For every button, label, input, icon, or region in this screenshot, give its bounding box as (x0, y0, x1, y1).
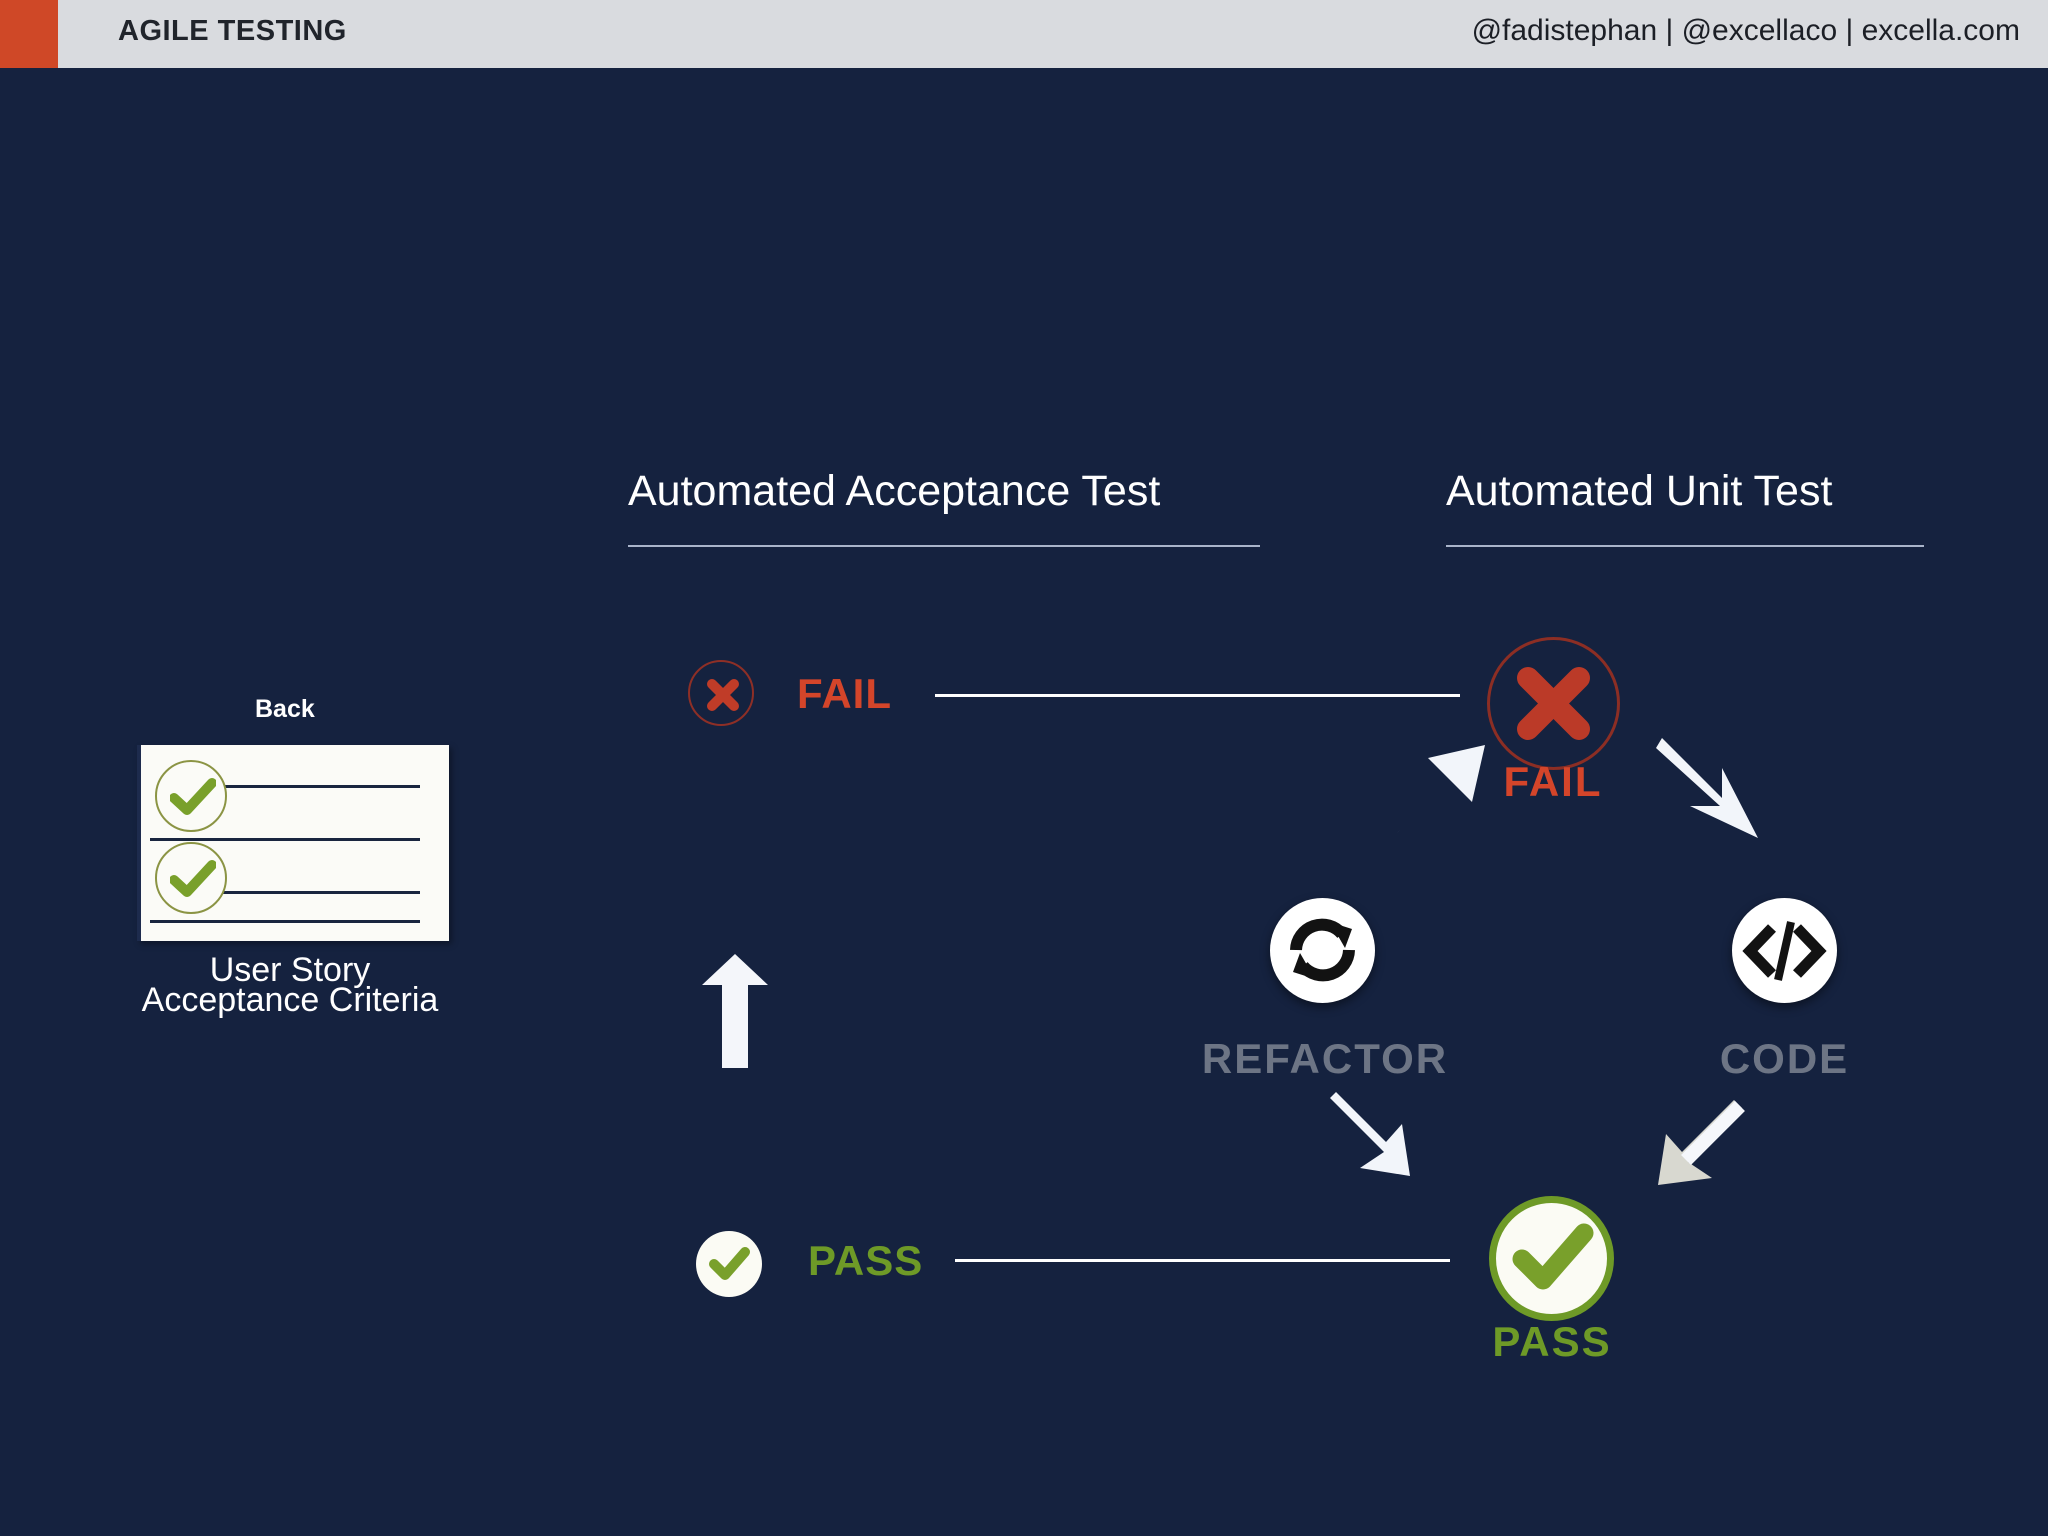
check-mark-icon (1512, 1223, 1594, 1290)
cycle-refactor-circle (1270, 898, 1375, 1003)
header-accent-block (0, 0, 58, 68)
acceptance-fail-circle-icon (688, 660, 754, 726)
cycle-code-circle (1732, 898, 1837, 1003)
caption-line-1: User Story (209, 951, 371, 989)
cycle-pass-label: PASS (1492, 1318, 1612, 1365)
page-title: AGILE TESTING (118, 15, 347, 47)
cycle-pass-circle (1489, 1196, 1614, 1321)
story-rule-line (150, 838, 420, 841)
cycle-code-label: CODE (1719, 1035, 1850, 1082)
connector-pass-line (955, 1259, 1450, 1262)
heading-rule-unit (1446, 545, 1924, 547)
sync-arrows-icon (1290, 918, 1355, 982)
arrow-fail-to-code-icon (1656, 738, 1758, 838)
check-mark-icon (170, 778, 216, 815)
acceptance-pass-circle-icon (696, 1231, 762, 1297)
story-rule-line (160, 891, 420, 894)
acceptance-fail-label: FAIL (797, 670, 892, 717)
cycle-refactor-label: REFACTOR (1201, 1035, 1449, 1082)
check-mark-icon (709, 1247, 750, 1280)
code-brackets-icon (1742, 921, 1827, 981)
caption-line-2: Acceptance Criteria (141, 981, 439, 1019)
arrow-code-to-pass-icon (1658, 1100, 1745, 1185)
header-bar: AGILE TESTING @fadistephan | @excellaco … (0, 0, 2048, 68)
arrow-acceptance-retest-icon (702, 954, 768, 1068)
heading-rule-acceptance (628, 545, 1260, 547)
acceptance-pass-label: PASS (808, 1237, 924, 1284)
criteria-check-icon-2 (155, 842, 227, 914)
cycle-fail-circle (1487, 637, 1620, 770)
x-mark-icon (1517, 667, 1590, 740)
heading-automated-unit-test: Automated Unit Test (1446, 467, 1833, 515)
header-contact-handles: @fadistephan | @excellaco | excella.com (1471, 14, 2020, 47)
connector-fail-line (935, 694, 1460, 697)
heading-automated-acceptance-test: Automated Acceptance Test (628, 467, 1161, 515)
story-rule-line (150, 920, 420, 923)
user-story-caption: User Story Acceptance Criteria (0, 953, 580, 1019)
cycle-fail-label: FAIL (1503, 758, 1603, 805)
back-label: Back (255, 695, 315, 723)
story-rule-line (160, 785, 420, 788)
check-mark-icon (170, 860, 216, 897)
arrow-pass-to-refactor-icon (1330, 1092, 1410, 1176)
criteria-check-icon-1 (155, 760, 227, 832)
arrow-pass-to-fail-icon (1388, 745, 1485, 842)
x-mark-icon (707, 679, 739, 711)
